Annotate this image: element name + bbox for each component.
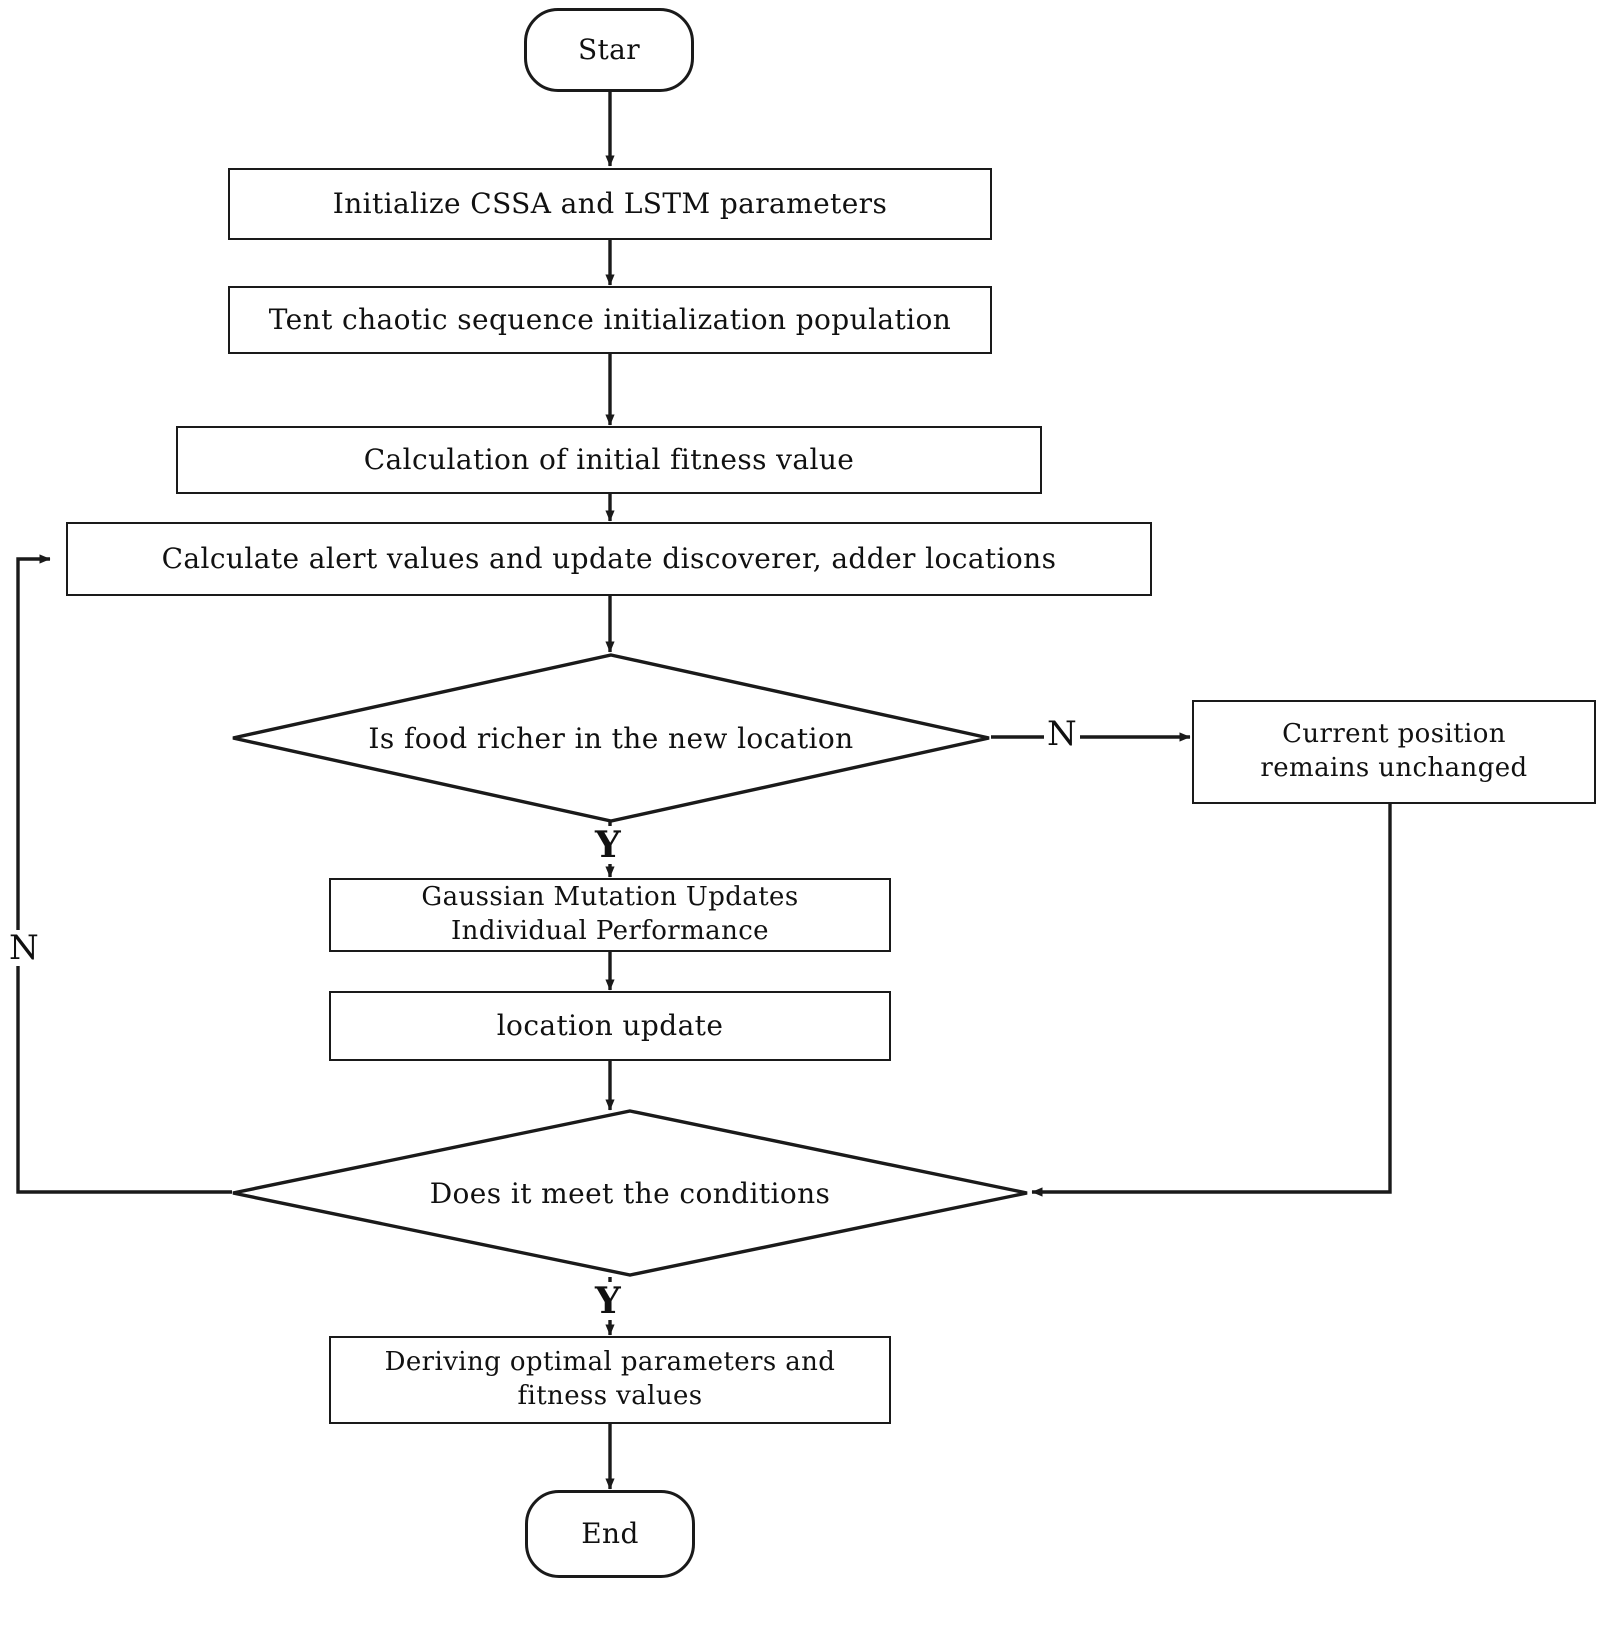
decision-diamond-shape (232, 653, 990, 823)
edge-unchanged-cond (1031, 803, 1392, 1197)
node-initialize-parameters[interactable]: Initialize CSSA and LSTM parameters (228, 168, 992, 240)
node-meet-conditions-decision-label: Does it meet the conditions (429, 1176, 831, 1210)
edge-label-cond-no: N (6, 930, 42, 966)
node-calculate-alert-values-label: Calculate alert values and update discov… (161, 541, 1057, 575)
edge-cond-alert (16, 554, 232, 1194)
node-derive-optimal-parameters-label: Deriving optimal parameters and fitness … (384, 1347, 836, 1411)
edge-label-food-yes: Y (592, 826, 624, 864)
node-calculate-alert-values[interactable]: Calculate alert values and update discov… (66, 522, 1152, 596)
node-meet-conditions-decision[interactable]: Does it meet the conditions (230, 1108, 1030, 1278)
node-gaussian-mutation-label: Gaussian Mutation Updates Individual Per… (421, 882, 799, 946)
node-location-update-label: location update (496, 1008, 724, 1042)
node-start-label: Star (577, 32, 641, 66)
node-gaussian-mutation[interactable]: Gaussian Mutation Updates Individual Per… (329, 878, 891, 952)
node-end[interactable]: End (525, 1490, 695, 1578)
node-position-unchanged-label: Current position remains unchanged (1260, 719, 1528, 783)
node-end-label: End (581, 1516, 639, 1550)
edge-label-food-no: N (1044, 716, 1080, 752)
edge-label-cond-yes: Y (592, 1282, 624, 1320)
node-derive-optimal-parameters[interactable]: Deriving optimal parameters and fitness … (329, 1336, 891, 1424)
node-food-richer-decision[interactable]: Is food richer in the new location (230, 652, 992, 824)
node-food-richer-decision-label: Is food richer in the new location (368, 721, 854, 755)
node-start[interactable]: Star (524, 8, 694, 92)
node-location-update[interactable]: location update (329, 991, 891, 1061)
node-initial-fitness[interactable]: Calculation of initial fitness value (176, 426, 1042, 494)
node-initial-fitness-label: Calculation of initial fitness value (363, 442, 855, 476)
node-tent-chaotic-init-label: Tent chaotic sequence initialization pop… (268, 302, 952, 336)
decision-diamond-shape (232, 1109, 1028, 1277)
node-tent-chaotic-init[interactable]: Tent chaotic sequence initialization pop… (228, 286, 992, 354)
node-position-unchanged[interactable]: Current position remains unchanged (1192, 700, 1596, 804)
node-initialize-parameters-label: Initialize CSSA and LSTM parameters (332, 186, 888, 220)
